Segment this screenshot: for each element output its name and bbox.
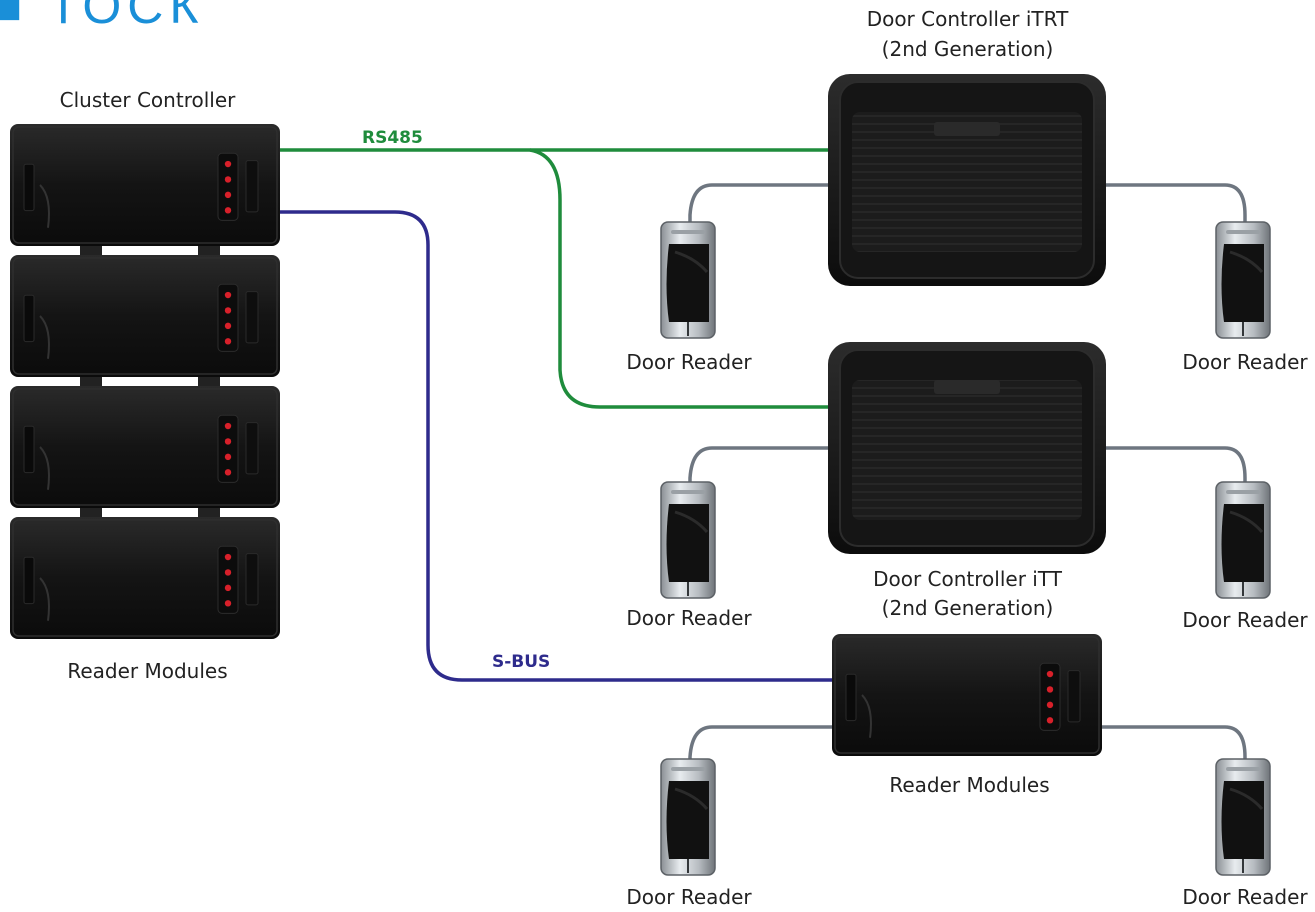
status-led — [224, 338, 232, 345]
itt-label-line1: Door Controller iTT — [873, 567, 1062, 591]
door-reader-device — [1215, 481, 1271, 599]
status-led — [1046, 670, 1054, 678]
reader-modules-left-label: Reader Modules — [67, 659, 228, 683]
status-led — [224, 191, 232, 199]
door-reader-label: Door Reader — [1182, 350, 1308, 374]
reader-modules-right-label: Reader Modules — [889, 773, 1050, 797]
door-reader-group — [660, 221, 1271, 876]
status-led — [224, 422, 232, 430]
left-module-group — [10, 124, 280, 639]
status-led — [224, 553, 232, 561]
status-led — [224, 322, 232, 330]
door-reader-label: Door Reader — [626, 885, 752, 909]
reader-module-left — [10, 517, 280, 639]
reader-module-left — [10, 386, 280, 508]
sbus-label: S-BUS — [492, 652, 551, 672]
door-reader-label: Door Reader — [1182, 885, 1308, 909]
door-reader-device — [1215, 221, 1271, 339]
reader-module-left — [10, 255, 280, 377]
cluster-controller-label: Cluster Controller — [59, 88, 236, 112]
cluster-controller-module — [10, 124, 280, 246]
door-reader-device — [1215, 758, 1271, 876]
door-reader-device — [660, 758, 716, 876]
status-led — [1046, 686, 1054, 693]
door-reader-label: Door Reader — [1182, 608, 1308, 632]
itrt-label-line1: Door Controller iTRT — [866, 7, 1069, 31]
door-reader-label: Door Reader — [626, 606, 752, 630]
status-led — [224, 438, 232, 445]
status-led — [224, 569, 232, 576]
status-led — [224, 291, 232, 299]
status-led — [224, 469, 232, 476]
reader-module-unit — [832, 634, 1102, 756]
itt-label-line2: (2nd Generation) — [881, 596, 1054, 620]
status-led — [224, 307, 232, 314]
status-led — [224, 600, 232, 607]
status-led — [1046, 701, 1054, 709]
reader-cables — [688, 183, 1247, 763]
status-led — [224, 176, 232, 183]
door-reader-device — [660, 481, 716, 599]
status-led — [224, 584, 232, 592]
brand-logo: ■ ТОСК — [0, 0, 205, 34]
status-led — [224, 160, 232, 168]
door-controller-itt — [828, 342, 1106, 554]
status-led — [224, 453, 232, 461]
door-reader-device — [660, 221, 716, 339]
status-led — [1046, 717, 1054, 724]
door-controller-itrt — [828, 74, 1106, 286]
door-reader-label: Door Reader — [626, 350, 752, 374]
rs485-line-branch — [529, 148, 835, 409]
reader-module-right — [832, 634, 1102, 756]
itrt-label-line2: (2nd Generation) — [881, 37, 1054, 61]
sbus-line — [280, 210, 835, 682]
status-led — [224, 207, 232, 214]
rs485-label: RS485 — [362, 128, 423, 148]
